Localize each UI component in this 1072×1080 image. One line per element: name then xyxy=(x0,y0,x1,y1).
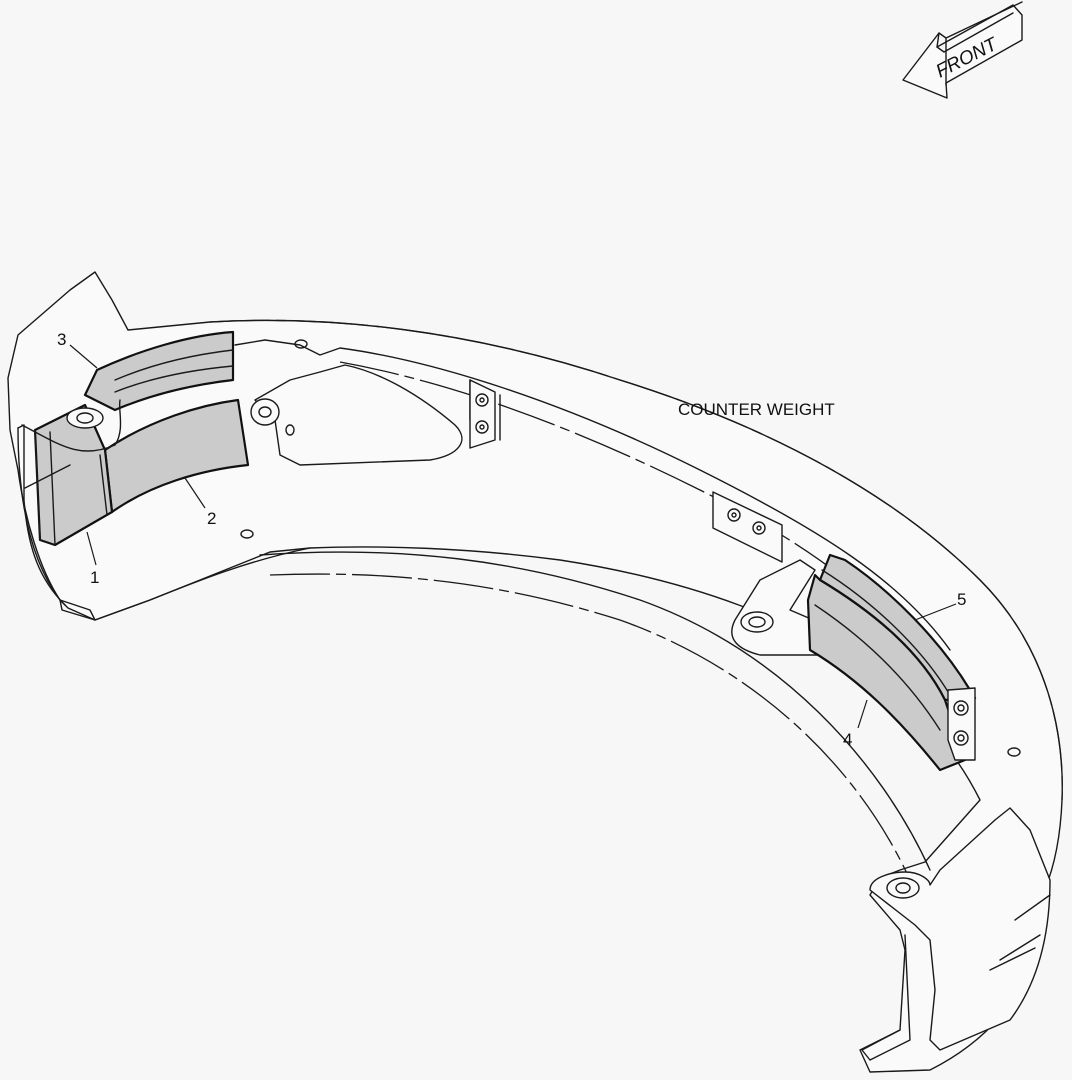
mid-bracket-2 xyxy=(712,491,783,563)
counter-weight-label: COUNTER WEIGHT xyxy=(678,400,835,419)
weight-part-3 xyxy=(83,330,235,412)
weight-part-4 xyxy=(806,573,976,772)
weight-part-1 xyxy=(21,399,122,547)
callout-4: 4 xyxy=(843,730,852,749)
right-end-cap xyxy=(861,807,1051,1061)
mid-bracket-1 xyxy=(469,379,496,449)
callout-1: 1 xyxy=(90,568,99,587)
callout-2: 2 xyxy=(207,509,216,528)
callout-5: 5 xyxy=(957,590,966,609)
callout-3: 3 xyxy=(57,330,66,349)
bolt-hole-right xyxy=(1007,747,1021,757)
left-lug xyxy=(240,339,463,539)
front-direction-arrow-icon: FRONT xyxy=(902,1,1023,99)
counterweight-body xyxy=(7,271,1063,1073)
weight-part-2 xyxy=(103,398,250,514)
